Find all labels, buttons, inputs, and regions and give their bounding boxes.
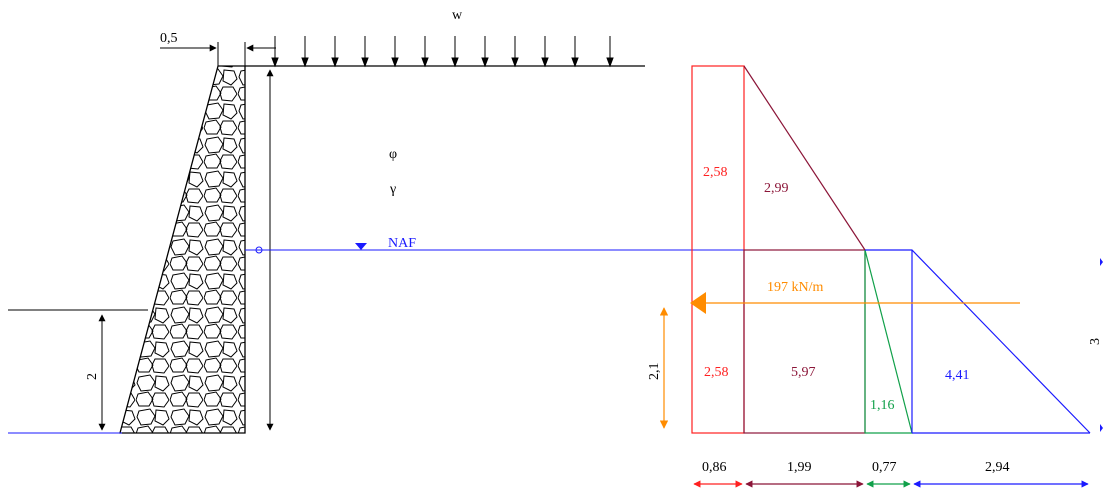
base-width-3: 0,77 — [872, 460, 897, 475]
right-dimension: 3 — [1088, 258, 1103, 432]
base-width-2: 1,99 — [787, 460, 812, 475]
maroon-lower-value: 5,97 — [791, 365, 816, 380]
ground-left: 2 — [8, 309, 148, 434]
water-table: NAF — [245, 236, 865, 251]
pressure-diagram: 2,58 2,58 2,99 5,97 1,16 4,41 — [691, 65, 1091, 434]
base-width-4: 2,94 — [985, 460, 1010, 475]
water-table-label: NAF — [388, 236, 416, 251]
gamma-label: γ — [389, 182, 396, 197]
resultant-force: 197 kN/m 2,1 — [647, 280, 1020, 429]
red-lower-value: 2,58 — [704, 365, 729, 380]
force-label: 197 kN/m — [767, 280, 824, 295]
blue-value: 4,41 — [945, 368, 970, 383]
embed-depth-label: 2 — [85, 373, 100, 380]
retaining-wall — [119, 65, 246, 434]
load-label: w — [452, 8, 463, 23]
red-upper-value: 2,58 — [703, 165, 728, 180]
right-dim-label: 3 — [1088, 338, 1103, 345]
green-value: 1,16 — [870, 398, 895, 413]
wall-offset-label: 0,5 — [160, 31, 178, 46]
phi-label: φ — [389, 147, 397, 162]
surcharge-load: w — [245, 8, 645, 68]
wall-offset-dimension: 0,5 — [160, 31, 276, 66]
base-dimensions: 0,86 1,99 0,77 2,94 — [693, 460, 1089, 488]
base-width-1: 0,86 — [702, 460, 727, 475]
maroon-upper-value: 2,99 — [764, 181, 789, 196]
load-arrows — [271, 36, 614, 68]
force-height-label: 2,1 — [647, 363, 662, 381]
maroon-rect — [743, 249, 866, 434]
